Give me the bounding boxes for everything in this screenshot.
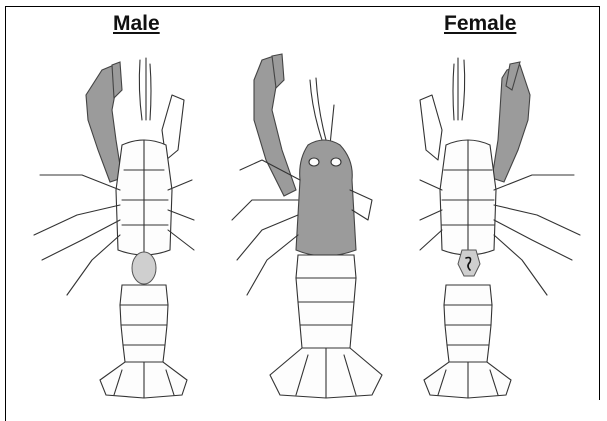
male-crayfish-ventral: [22, 50, 202, 400]
crayfish-dorsal: [222, 50, 402, 400]
dorsal-carapace: [296, 140, 356, 256]
male-label: Male: [113, 12, 160, 36]
female-crayfish-ventral: [412, 50, 592, 400]
male-gonopods: [132, 252, 156, 284]
female-label: Female: [444, 12, 516, 36]
frame-edge: [5, 399, 6, 421]
